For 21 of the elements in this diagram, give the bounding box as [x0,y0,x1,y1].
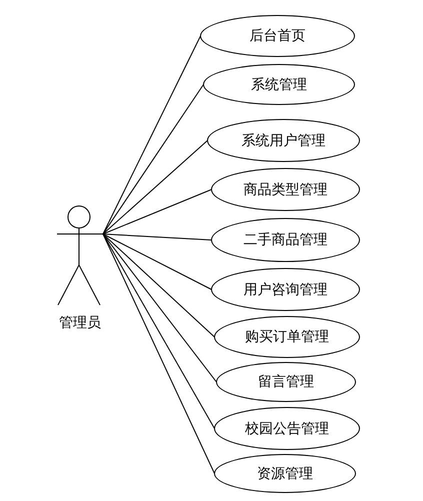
use-case-ellipse: 系统用户管理 [207,119,360,162]
association-line [102,140,208,234]
actor-label: 管理员 [59,314,101,332]
use-case-ellipse: 系统管理 [203,64,355,105]
association-line [102,189,212,234]
association-line [102,234,215,429]
association-line [102,234,212,240]
use-case-ellipse: 留言管理 [216,362,356,402]
association-line [102,234,212,290]
association-line [102,36,201,234]
association-line [102,234,215,474]
association-line [102,234,217,382]
use-case-ellipse: 资源管理 [214,454,356,493]
use-case-ellipse: 二手商品管理 [211,218,360,262]
association-line [102,234,215,338]
use-case-ellipse: 用户咨询管理 [211,268,360,311]
use-case-ellipse: 购买订单管理 [214,316,360,358]
use-case-ellipse: 商品类型管理 [211,168,360,211]
use-case-ellipse: 校园公告管理 [214,407,360,450]
use-case-ellipse: 后台首页 [200,15,355,57]
association-line [102,84,204,234]
